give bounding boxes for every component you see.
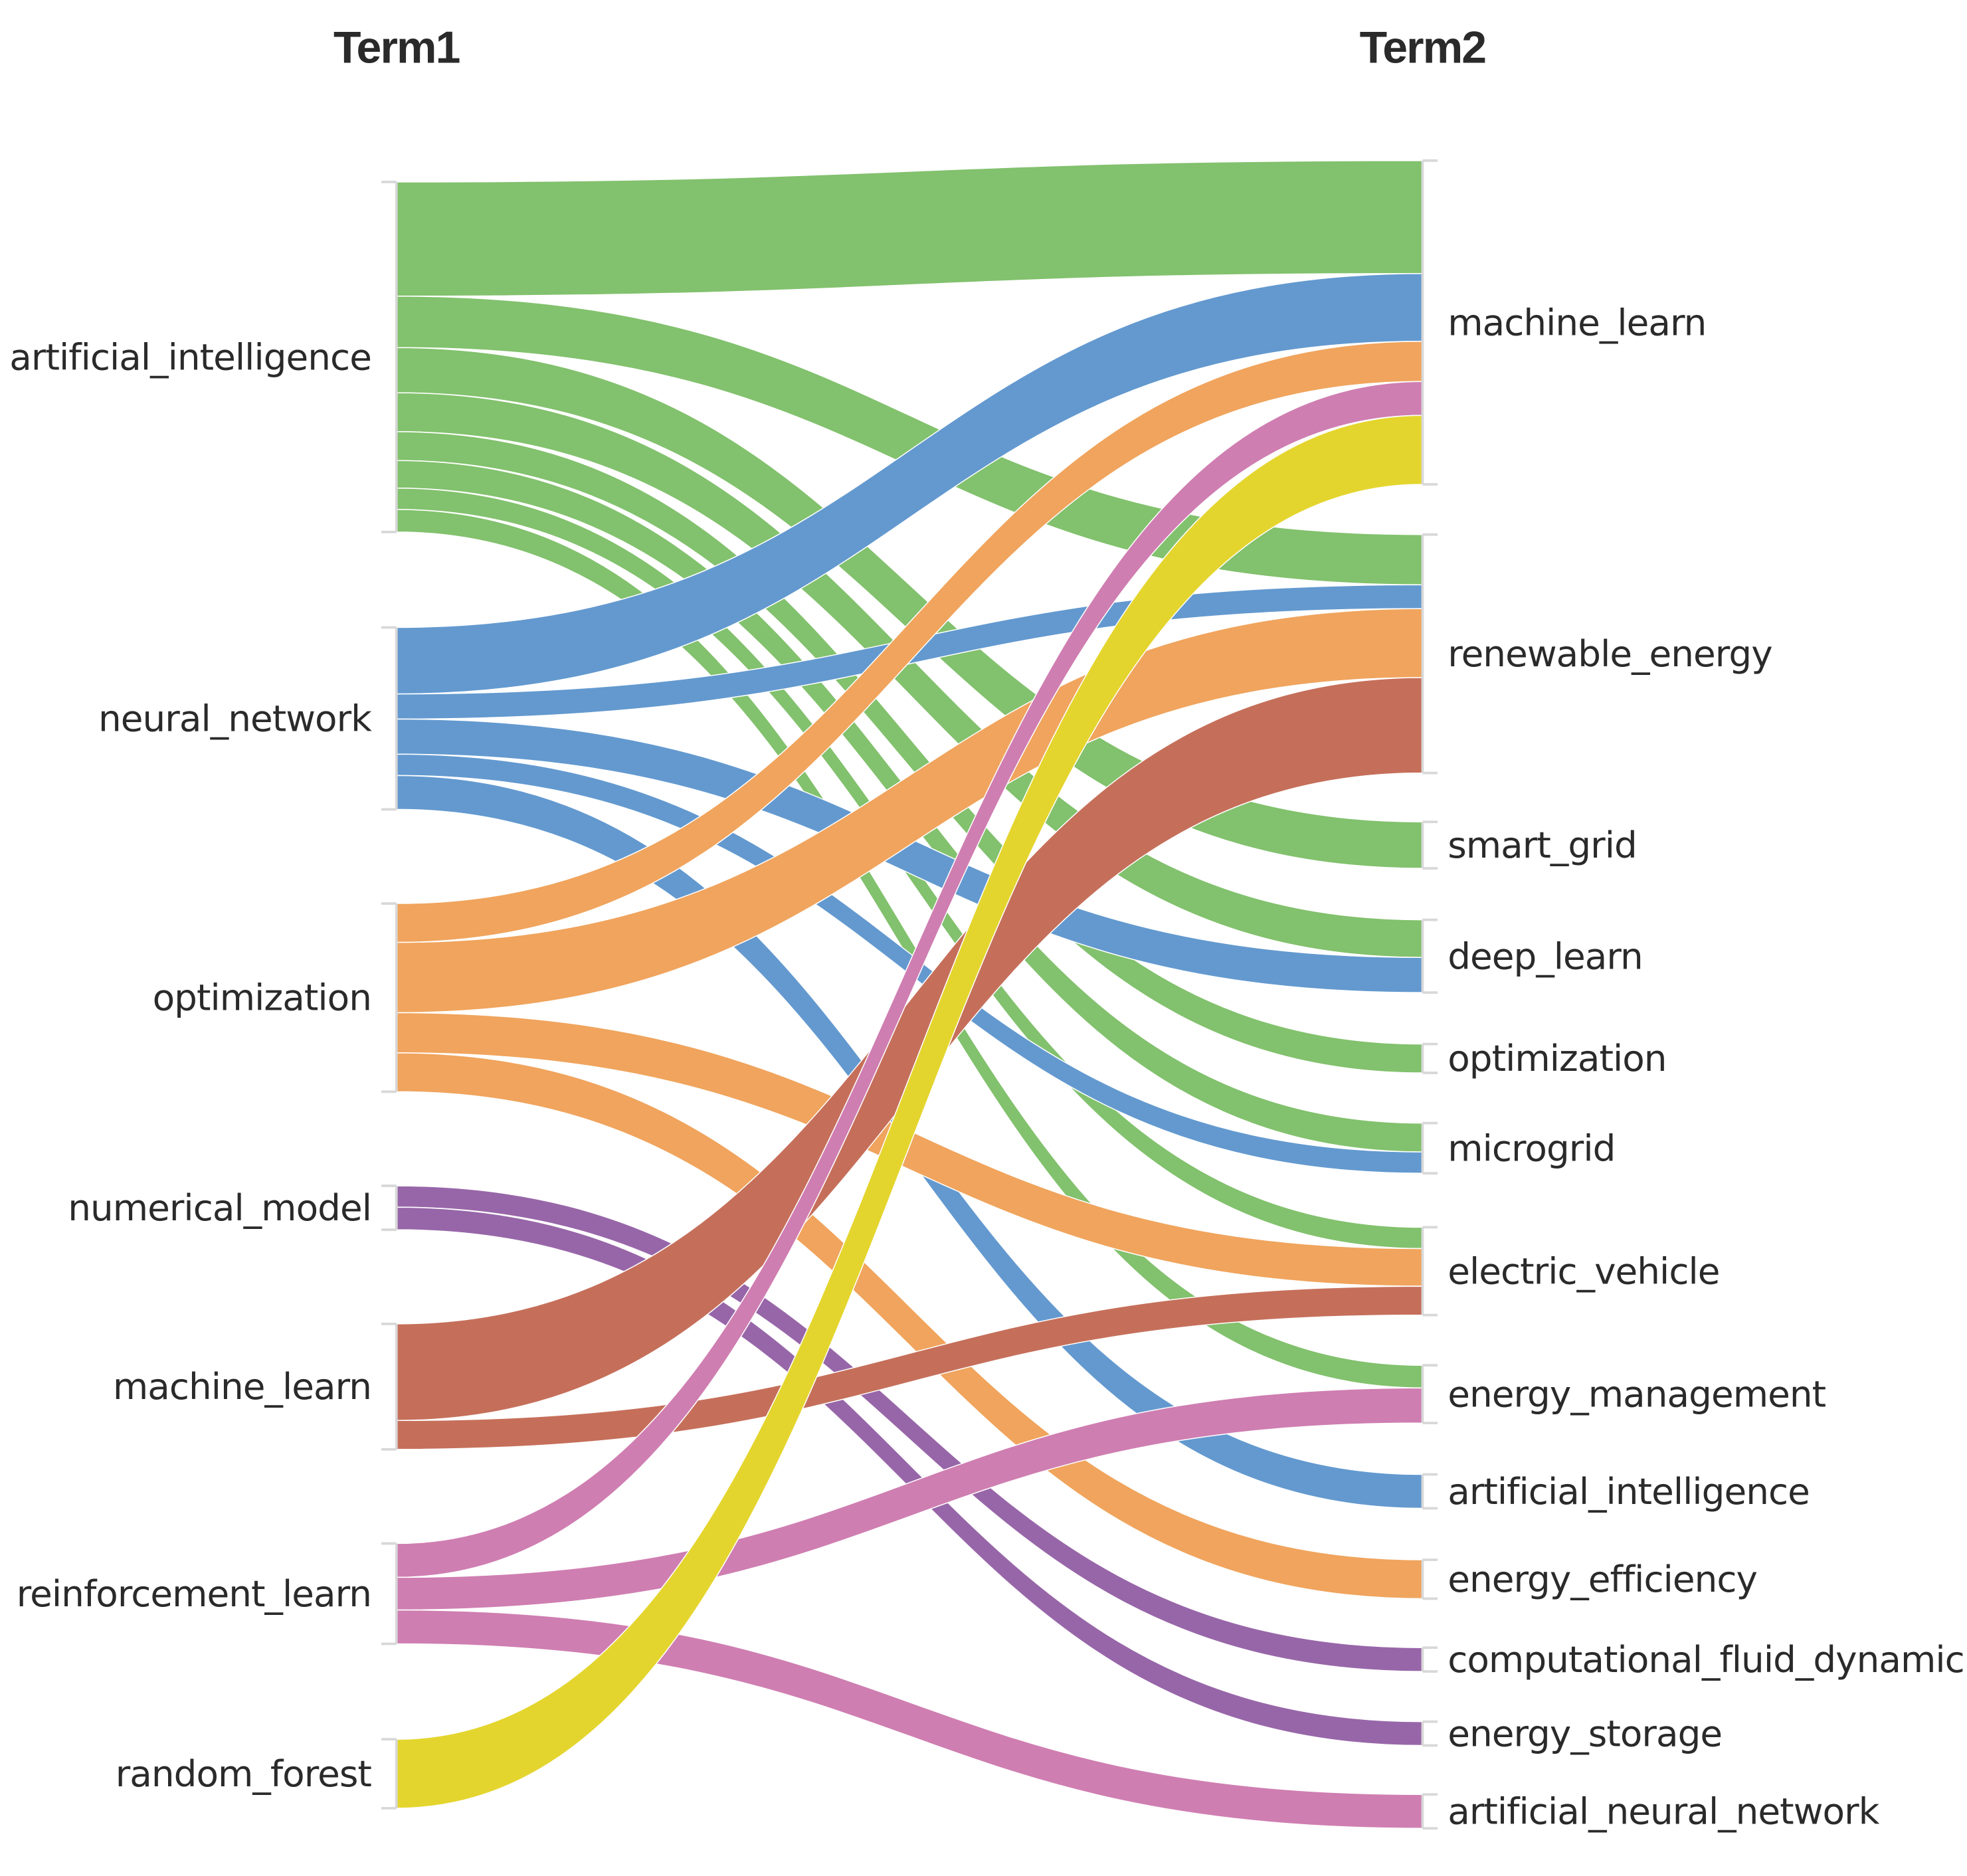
term2-node-artificial-intelligence: artificial_intelligence bbox=[1421, 1470, 1810, 1513]
node-label: electric_vehicle bbox=[1448, 1250, 1719, 1292]
node-label: energy_management bbox=[1448, 1373, 1826, 1416]
column-title-term2: Term2 bbox=[1360, 22, 1486, 72]
node-label: machine_learn bbox=[113, 1365, 371, 1408]
column-title-term1: Term1 bbox=[333, 22, 460, 72]
term2-node-renewable-energy: renewable_energy bbox=[1421, 533, 1773, 775]
term2-node-optimization: optimization bbox=[1421, 1037, 1667, 1079]
node-label: neural_network bbox=[98, 697, 372, 739]
node-label: computational_fluid_dynamic bbox=[1448, 1638, 1964, 1681]
node-label: energy_efficiency bbox=[1448, 1558, 1757, 1600]
right-nodes: machine_learn renewable_energy smart_gridd… bbox=[1421, 159, 1965, 1833]
node-label: deep_learn bbox=[1448, 935, 1643, 977]
node-label: artificial_intelligence bbox=[1448, 1470, 1810, 1513]
term1-node-neural-network: neural_network bbox=[98, 626, 398, 811]
node-label: numerical_model bbox=[68, 1186, 371, 1229]
column-titles: Term1 Term2 bbox=[333, 22, 1487, 72]
term1-node-random-forest: random_forest bbox=[116, 1738, 398, 1810]
term2-node-microgrid: microgrid bbox=[1421, 1121, 1616, 1175]
node-label: smart_grid bbox=[1448, 824, 1637, 866]
term2-node-energy-storage: energy_storage bbox=[1421, 1712, 1723, 1754]
node-label: reinforcement_learn bbox=[17, 1572, 371, 1615]
flow-link bbox=[395, 160, 1424, 297]
node-label: energy_storage bbox=[1448, 1712, 1722, 1754]
left-nodes: artificial_intelligence neural_networkopt… bbox=[9, 181, 398, 1810]
term1-node-numerical-model: numerical_model bbox=[68, 1184, 398, 1232]
node-label: renewable_energy bbox=[1448, 632, 1772, 675]
term2-node-energy-management: energy_management bbox=[1421, 1364, 1827, 1424]
node-label: optimization bbox=[153, 977, 371, 1019]
term2-node-artificial-neural-network: artificial_neural_network bbox=[1421, 1790, 1881, 1833]
term1-node-machine-learn: machine_learn bbox=[113, 1322, 398, 1451]
node-label: artificial_neural_network bbox=[1448, 1790, 1879, 1833]
node-label: microgrid bbox=[1448, 1127, 1615, 1169]
term1-node-artificial-intelligence: artificial_intelligence bbox=[9, 181, 398, 533]
node-label: optimization bbox=[1448, 1037, 1666, 1079]
term2-node-energy-efficiency: energy_efficiency bbox=[1421, 1558, 1758, 1600]
term2-node-machine-learn: machine_learn bbox=[1421, 159, 1707, 486]
term2-node-smart-grid: smart_grid bbox=[1421, 820, 1638, 870]
term2-node-deep-learn: deep_learn bbox=[1421, 918, 1643, 994]
node-label: machine_learn bbox=[1448, 301, 1706, 343]
term2-node-computational-fluid-dynamic: computational_fluid_dynamic bbox=[1421, 1638, 1965, 1681]
term2-node-electric-vehicle: electric_vehicle bbox=[1421, 1226, 1720, 1317]
flow-links bbox=[395, 160, 1424, 1829]
node-label: random_forest bbox=[116, 1752, 372, 1795]
term1-node-optimization: optimization bbox=[153, 902, 398, 1093]
term1-node-reinforcement-learn: reinforcement_learn bbox=[17, 1542, 398, 1645]
node-label: artificial_intelligence bbox=[9, 335, 371, 378]
